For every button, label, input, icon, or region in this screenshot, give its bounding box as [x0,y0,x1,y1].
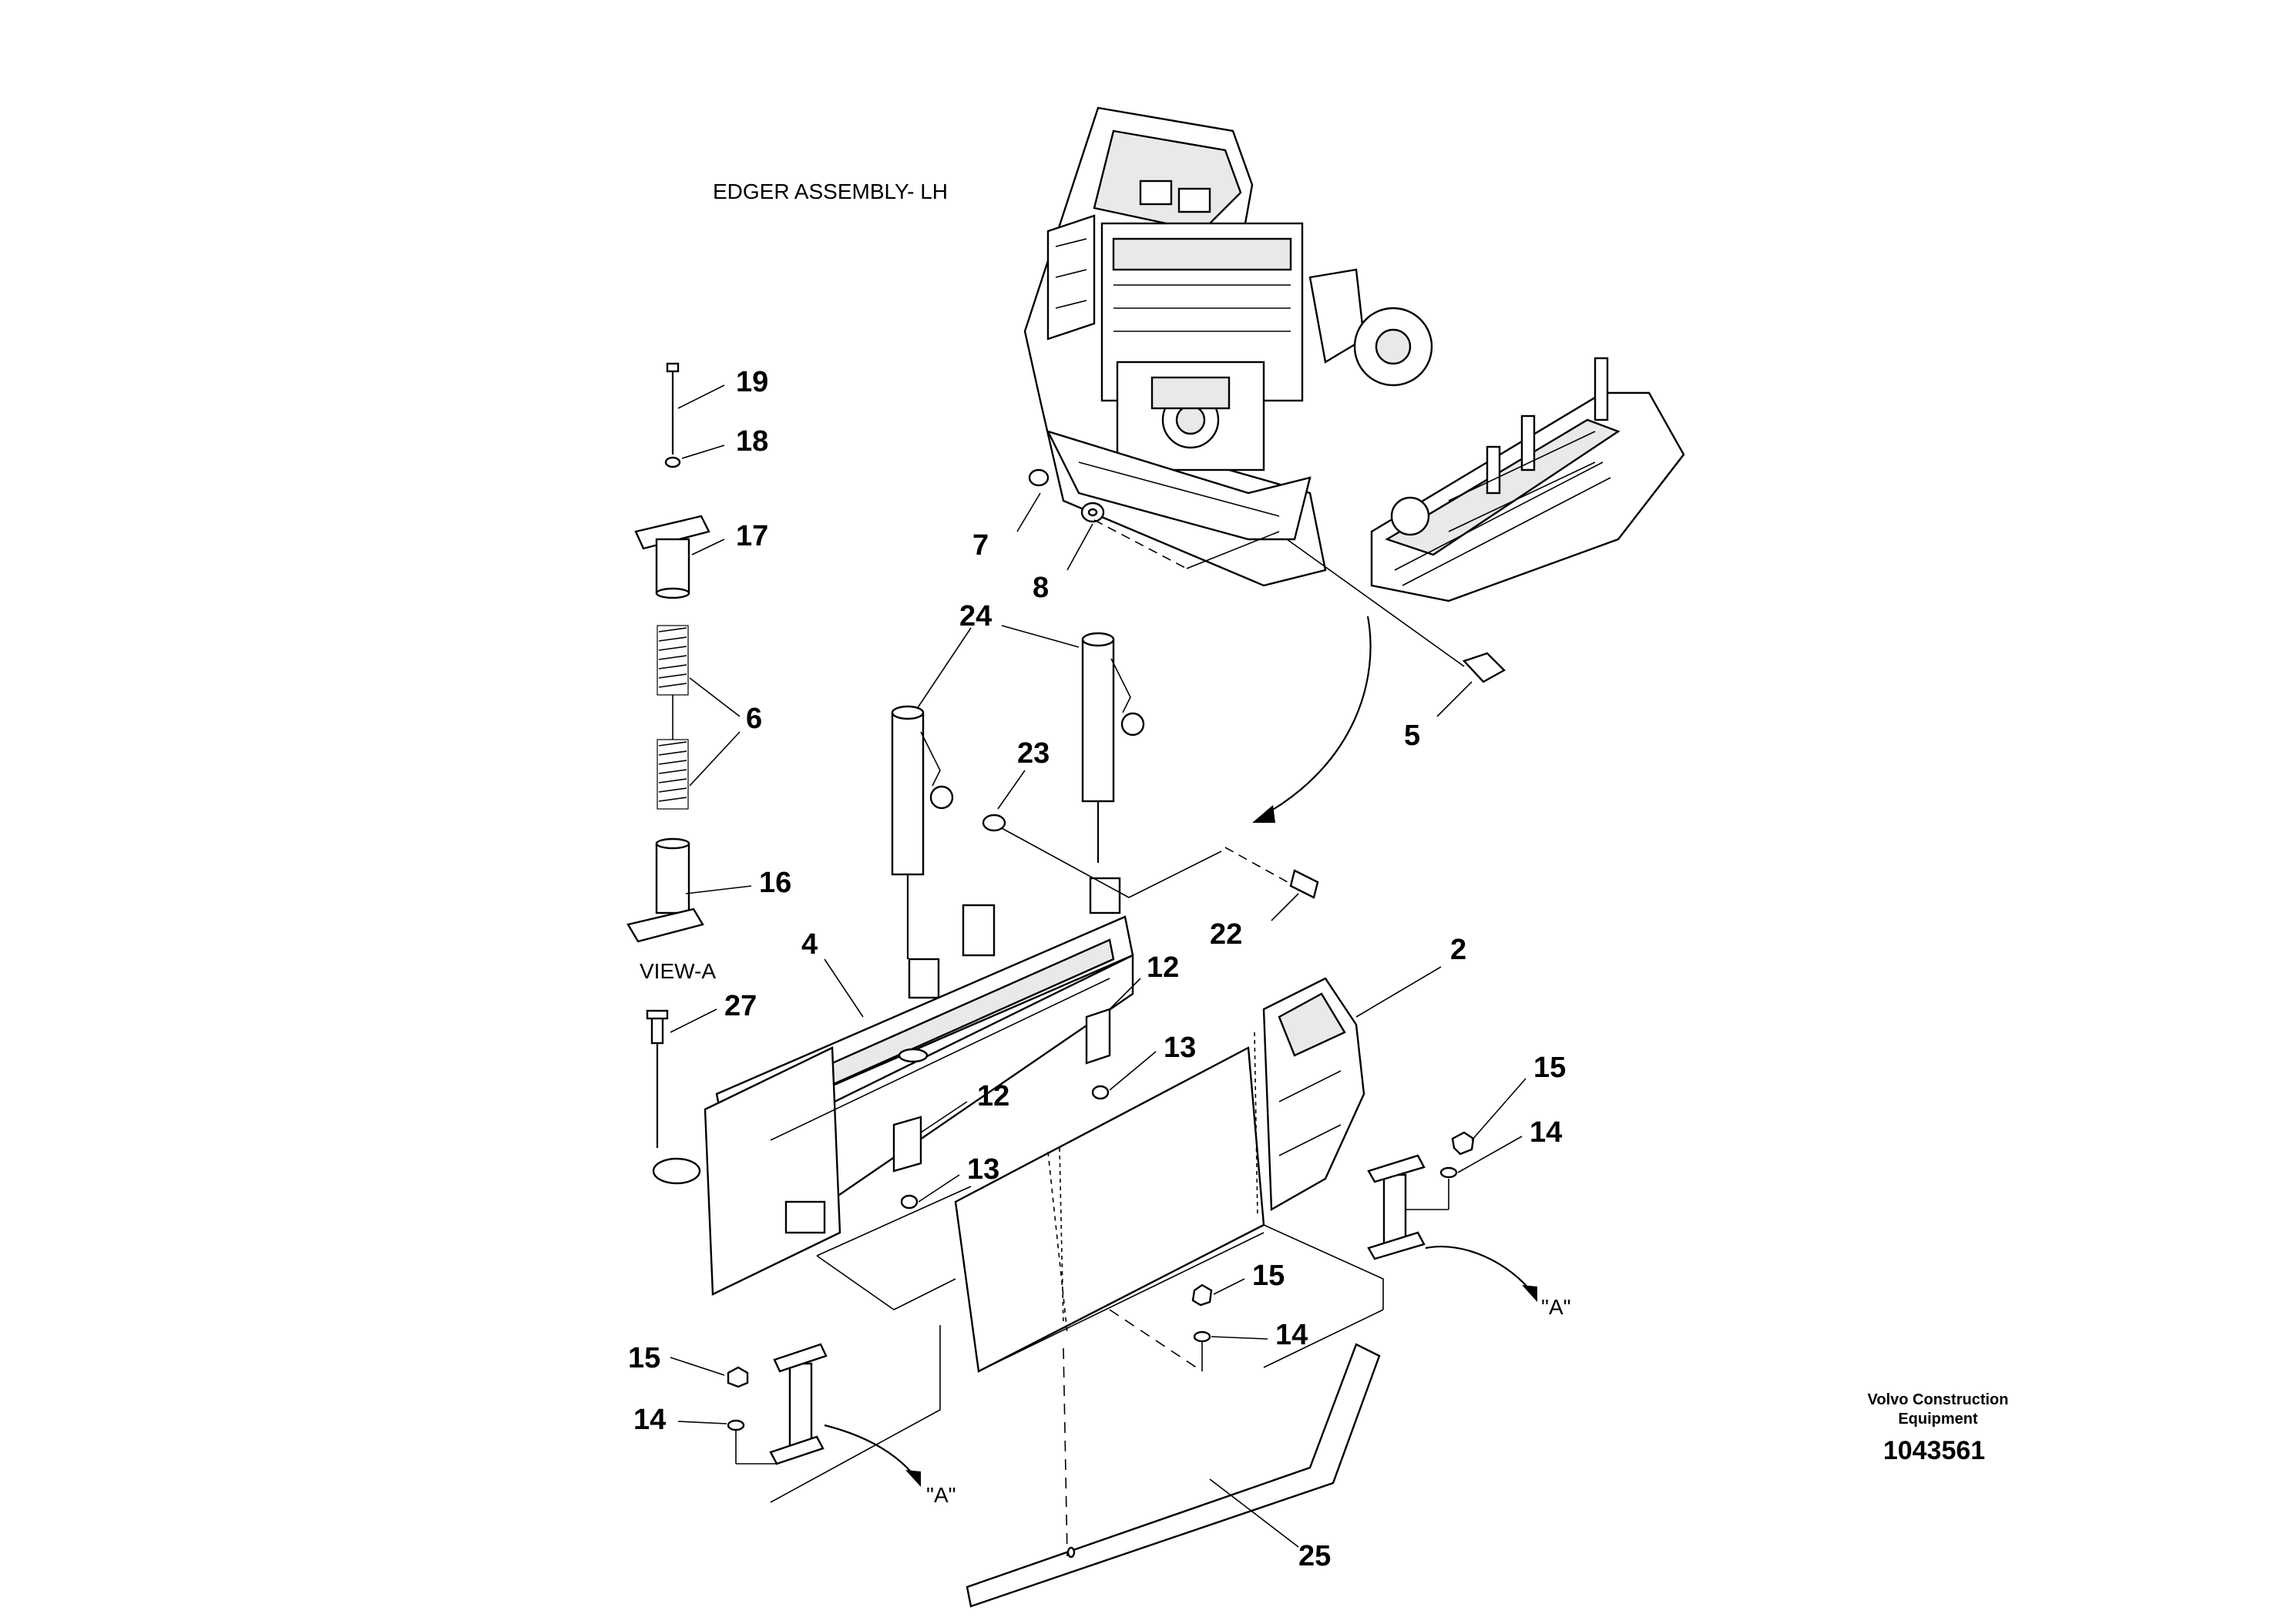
edger-plate-drawing [954,977,1365,1373]
view-ref-right: "A" [1541,1295,1571,1319]
hardware-middle [646,814,1319,1210]
screed-frame-drawing [1023,106,1433,587]
callout-16: 16 [759,867,791,899]
callout-14-right: 14 [1530,1116,1562,1149]
callout-13-left: 13 [967,1153,999,1186]
callout-12-right: 12 [1147,951,1179,984]
support-leg-drawing [727,1131,1537,1487]
callout-27: 27 [724,990,757,1022]
callout-23: 23 [1017,737,1050,770]
callout-group: 19 18 17 6 16 VIEW-A 27 4 24 23 12 12 13… [628,366,1571,1572]
assembly-lines [770,1186,1384,1503]
spring-drawing [657,625,689,810]
callout-14-left: 14 [633,1404,666,1436]
callout-25: 25 [1298,1540,1331,1572]
screw-jack-drawing [891,632,1145,959]
callout-4: 4 [801,928,818,961]
skid-shoe-drawing [966,1343,1381,1608]
spring-assembly-drawing [626,362,710,943]
callout-5: 5 [1404,720,1420,752]
brand-line-2: Equipment [1898,1411,1978,1428]
callout-7: 7 [972,529,989,562]
hardware-top [1028,468,1506,683]
callout-18: 18 [736,425,768,458]
view-a-label: VIEW-A [640,959,716,983]
callout-6: 6 [746,703,762,735]
view-ref-left: "A" [926,1483,956,1507]
callout-8: 8 [1033,572,1049,604]
callout-15-mid: 15 [1252,1260,1285,1292]
callout-13-right: 13 [1164,1032,1196,1064]
edger-assembly-drawing [1370,357,1685,602]
callout-22: 22 [1210,918,1242,951]
callout-14-mid: 14 [1275,1319,1308,1351]
diagram-title: EDGER ASSEMBLY- LH [713,180,948,203]
document-number: 1043561 [1883,1436,1985,1465]
callout-12-left: 12 [977,1080,1009,1112]
callout-15-left: 15 [628,1342,660,1374]
callout-15-right: 15 [1533,1052,1566,1084]
brand-line-1: Volvo Construction [1868,1391,2009,1408]
callout-2: 2 [1450,934,1466,966]
callout-24: 24 [959,600,992,632]
callout-19: 19 [736,366,768,398]
callout-17: 17 [736,520,768,552]
